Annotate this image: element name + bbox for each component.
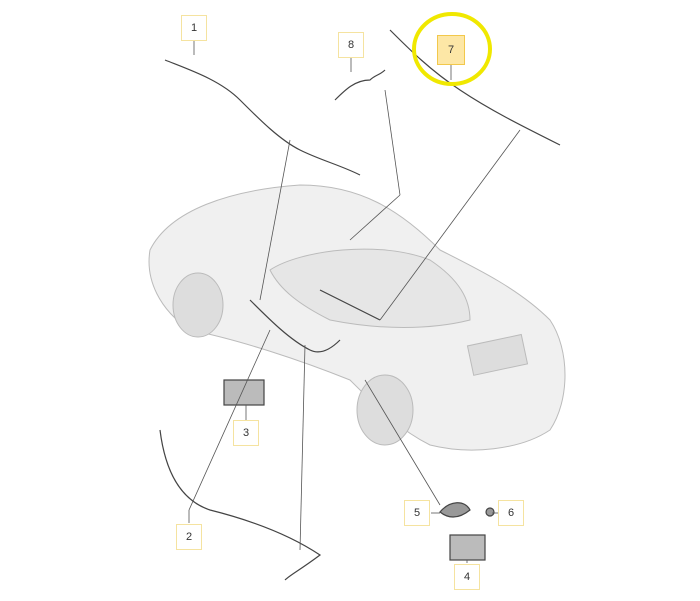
- callout-4[interactable]: 4: [454, 564, 480, 590]
- callout-2[interactable]: 2: [176, 524, 202, 550]
- callout-1[interactable]: 1: [181, 15, 207, 41]
- car-roof: [269, 248, 471, 328]
- callout-label: 4: [463, 571, 471, 583]
- callout-5[interactable]: 5: [404, 500, 430, 526]
- harness-7: [389, 29, 561, 146]
- front-wheel: [172, 272, 224, 338]
- harness-door: [249, 299, 341, 353]
- callout-3[interactable]: 3: [233, 420, 259, 446]
- callout-7[interactable]: 7: [437, 35, 465, 65]
- callout-label: 8: [347, 39, 355, 51]
- callout-label: 1: [190, 22, 198, 34]
- callout-6[interactable]: 6: [498, 500, 524, 526]
- callout-8[interactable]: 8: [338, 32, 364, 58]
- harness-2: [159, 429, 322, 581]
- harness-roof: [319, 289, 381, 321]
- handle-5: [439, 502, 471, 518]
- callout-label: 6: [507, 507, 515, 519]
- callout-label: 3: [242, 427, 250, 439]
- callout-label: 7: [447, 44, 455, 56]
- control-unit-3: [223, 379, 265, 406]
- harness-1: [164, 59, 361, 176]
- callout-label: 2: [185, 531, 193, 543]
- highlight-circle: [412, 12, 492, 86]
- control-unit-4: [449, 534, 486, 561]
- rear-grille: [466, 333, 529, 376]
- rear-wheel: [356, 374, 414, 446]
- callout-label: 5: [413, 507, 421, 519]
- harness-8: [334, 69, 386, 101]
- bolt-6: [485, 507, 495, 517]
